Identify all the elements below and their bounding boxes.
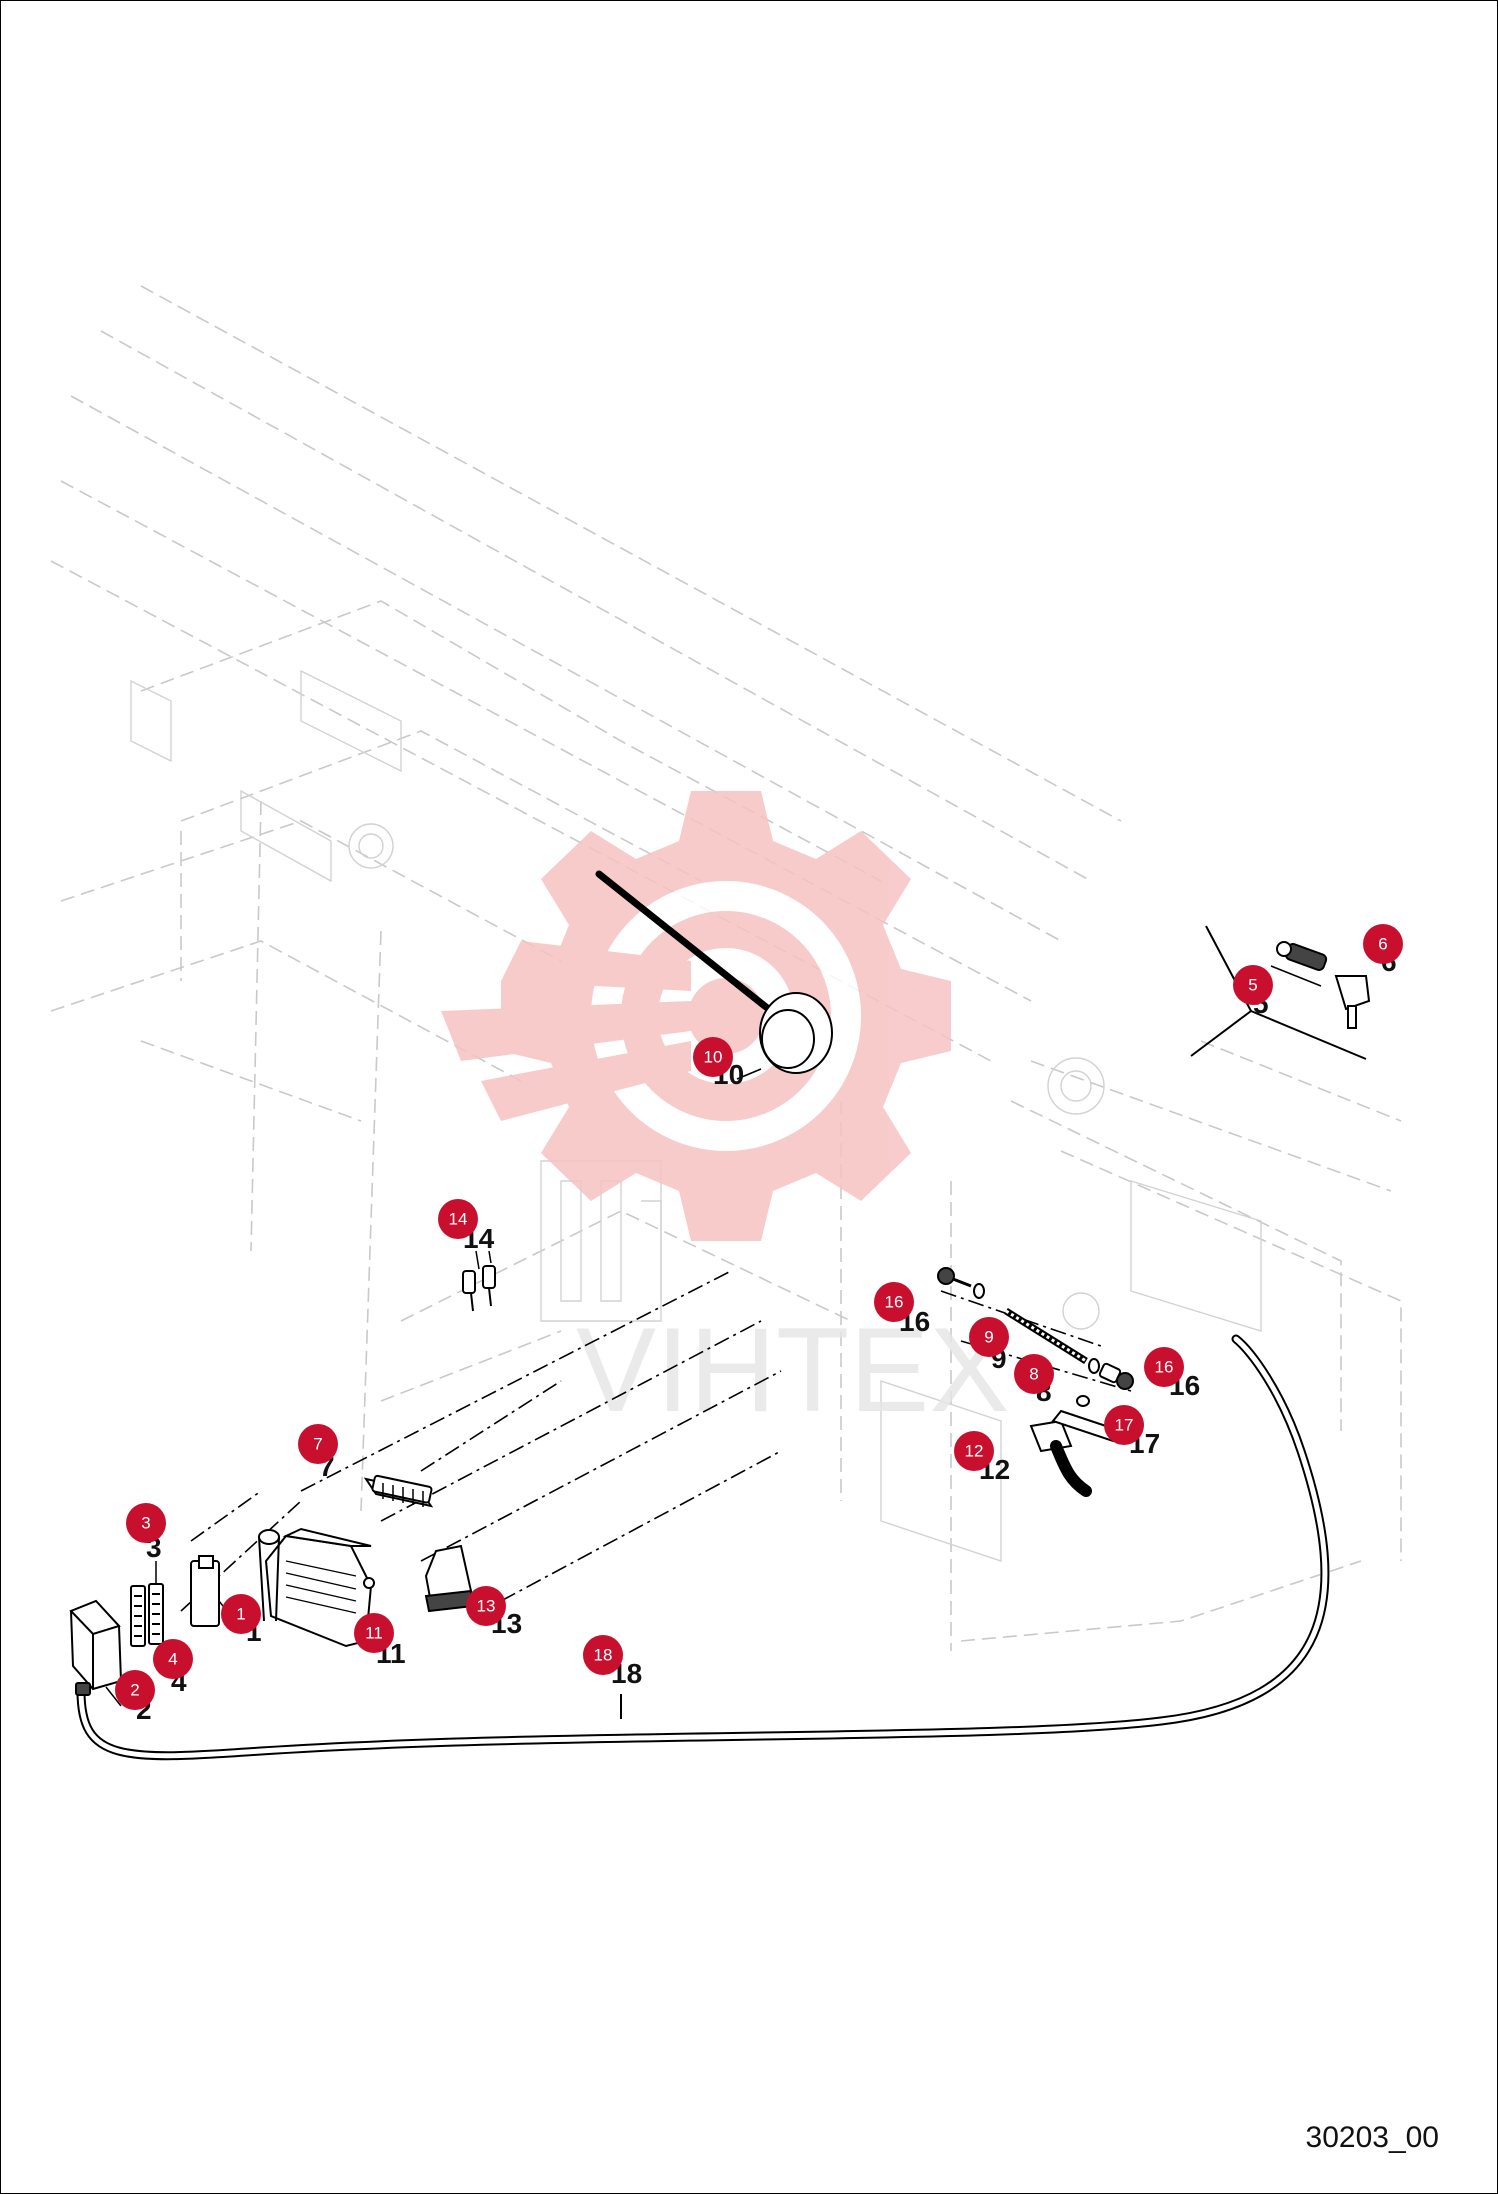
watermark-gear-logo <box>441 791 951 1241</box>
svg-text:1: 1 <box>236 1605 245 1624</box>
svg-text:14: 14 <box>449 1210 468 1229</box>
svg-text:5: 5 <box>1248 976 1257 995</box>
svg-text:16: 16 <box>1155 1358 1174 1377</box>
svg-text:9: 9 <box>984 1328 993 1347</box>
part-3-4-terminal-blocks <box>130 1561 164 1647</box>
watermark-text: VIHTEX <box>576 1303 1009 1437</box>
callout-badge-4: 4 <box>153 1639 193 1679</box>
svg-text:4: 4 <box>168 1650 177 1669</box>
svg-text:11: 11 <box>365 1624 383 1643</box>
part-11-control-unit <box>258 1527 375 1648</box>
callout-badge-14: 14 <box>438 1199 478 1239</box>
svg-text:2: 2 <box>130 1681 139 1700</box>
part-14-connectors <box>462 1250 496 1312</box>
callout-badge-11: 11 <box>354 1613 394 1653</box>
callout-badge-13: 13 <box>466 1586 506 1626</box>
svg-text:8: 8 <box>1029 1365 1038 1384</box>
svg-text:17: 17 <box>1115 1416 1134 1435</box>
drawing-reference-code: 30203_00 <box>1305 2121 1439 2154</box>
callout-badge-6: 6 <box>1363 924 1403 964</box>
svg-text:3: 3 <box>141 1514 150 1533</box>
svg-text:10: 10 <box>704 1048 723 1067</box>
svg-text:18: 18 <box>594 1646 613 1665</box>
callout-badge-16-right: 16 <box>1144 1347 1184 1387</box>
callout-badge-8: 8 <box>1014 1354 1054 1394</box>
callout-badge-12: 12 <box>954 1431 994 1471</box>
callout-badge-2: 2 <box>115 1670 155 1710</box>
svg-text:12: 12 <box>965 1442 984 1461</box>
callout-badge-7: 7 <box>298 1424 338 1464</box>
part-1-connector-housing <box>190 1555 232 1627</box>
callout-badge-10: 10 <box>693 1037 733 1077</box>
part-16-9-8-rod <box>937 1267 1134 1407</box>
part-10-gauge <box>595 870 833 1080</box>
svg-text:7: 7 <box>313 1435 322 1454</box>
assembly-guide-lines <box>180 1270 1132 1612</box>
svg-text:13: 13 <box>477 1597 496 1616</box>
callout-badge-18: 18 <box>583 1635 623 1675</box>
part-7-connector-strip <box>363 1474 434 1508</box>
svg-text:6: 6 <box>1378 935 1387 954</box>
part-5-6-inset <box>1190 925 1371 1060</box>
callout-badge-1: 1 <box>221 1594 261 1634</box>
callout-badge-9: 9 <box>969 1317 1009 1357</box>
part-13-bracket <box>424 1544 475 1613</box>
svg-text:16: 16 <box>885 1293 904 1312</box>
callout-badges: 1 2 3 4 5 6 7 8 9 10 11 12 13 14 16 16 1… <box>115 924 1403 1710</box>
callout-badge-3: 3 <box>126 1503 166 1543</box>
callout-badge-17: 17 <box>1104 1405 1144 1445</box>
part-2-connector <box>69 1599 123 1707</box>
callout-badge-16-left: 16 <box>874 1282 914 1322</box>
callout-badge-5: 5 <box>1233 965 1273 1005</box>
